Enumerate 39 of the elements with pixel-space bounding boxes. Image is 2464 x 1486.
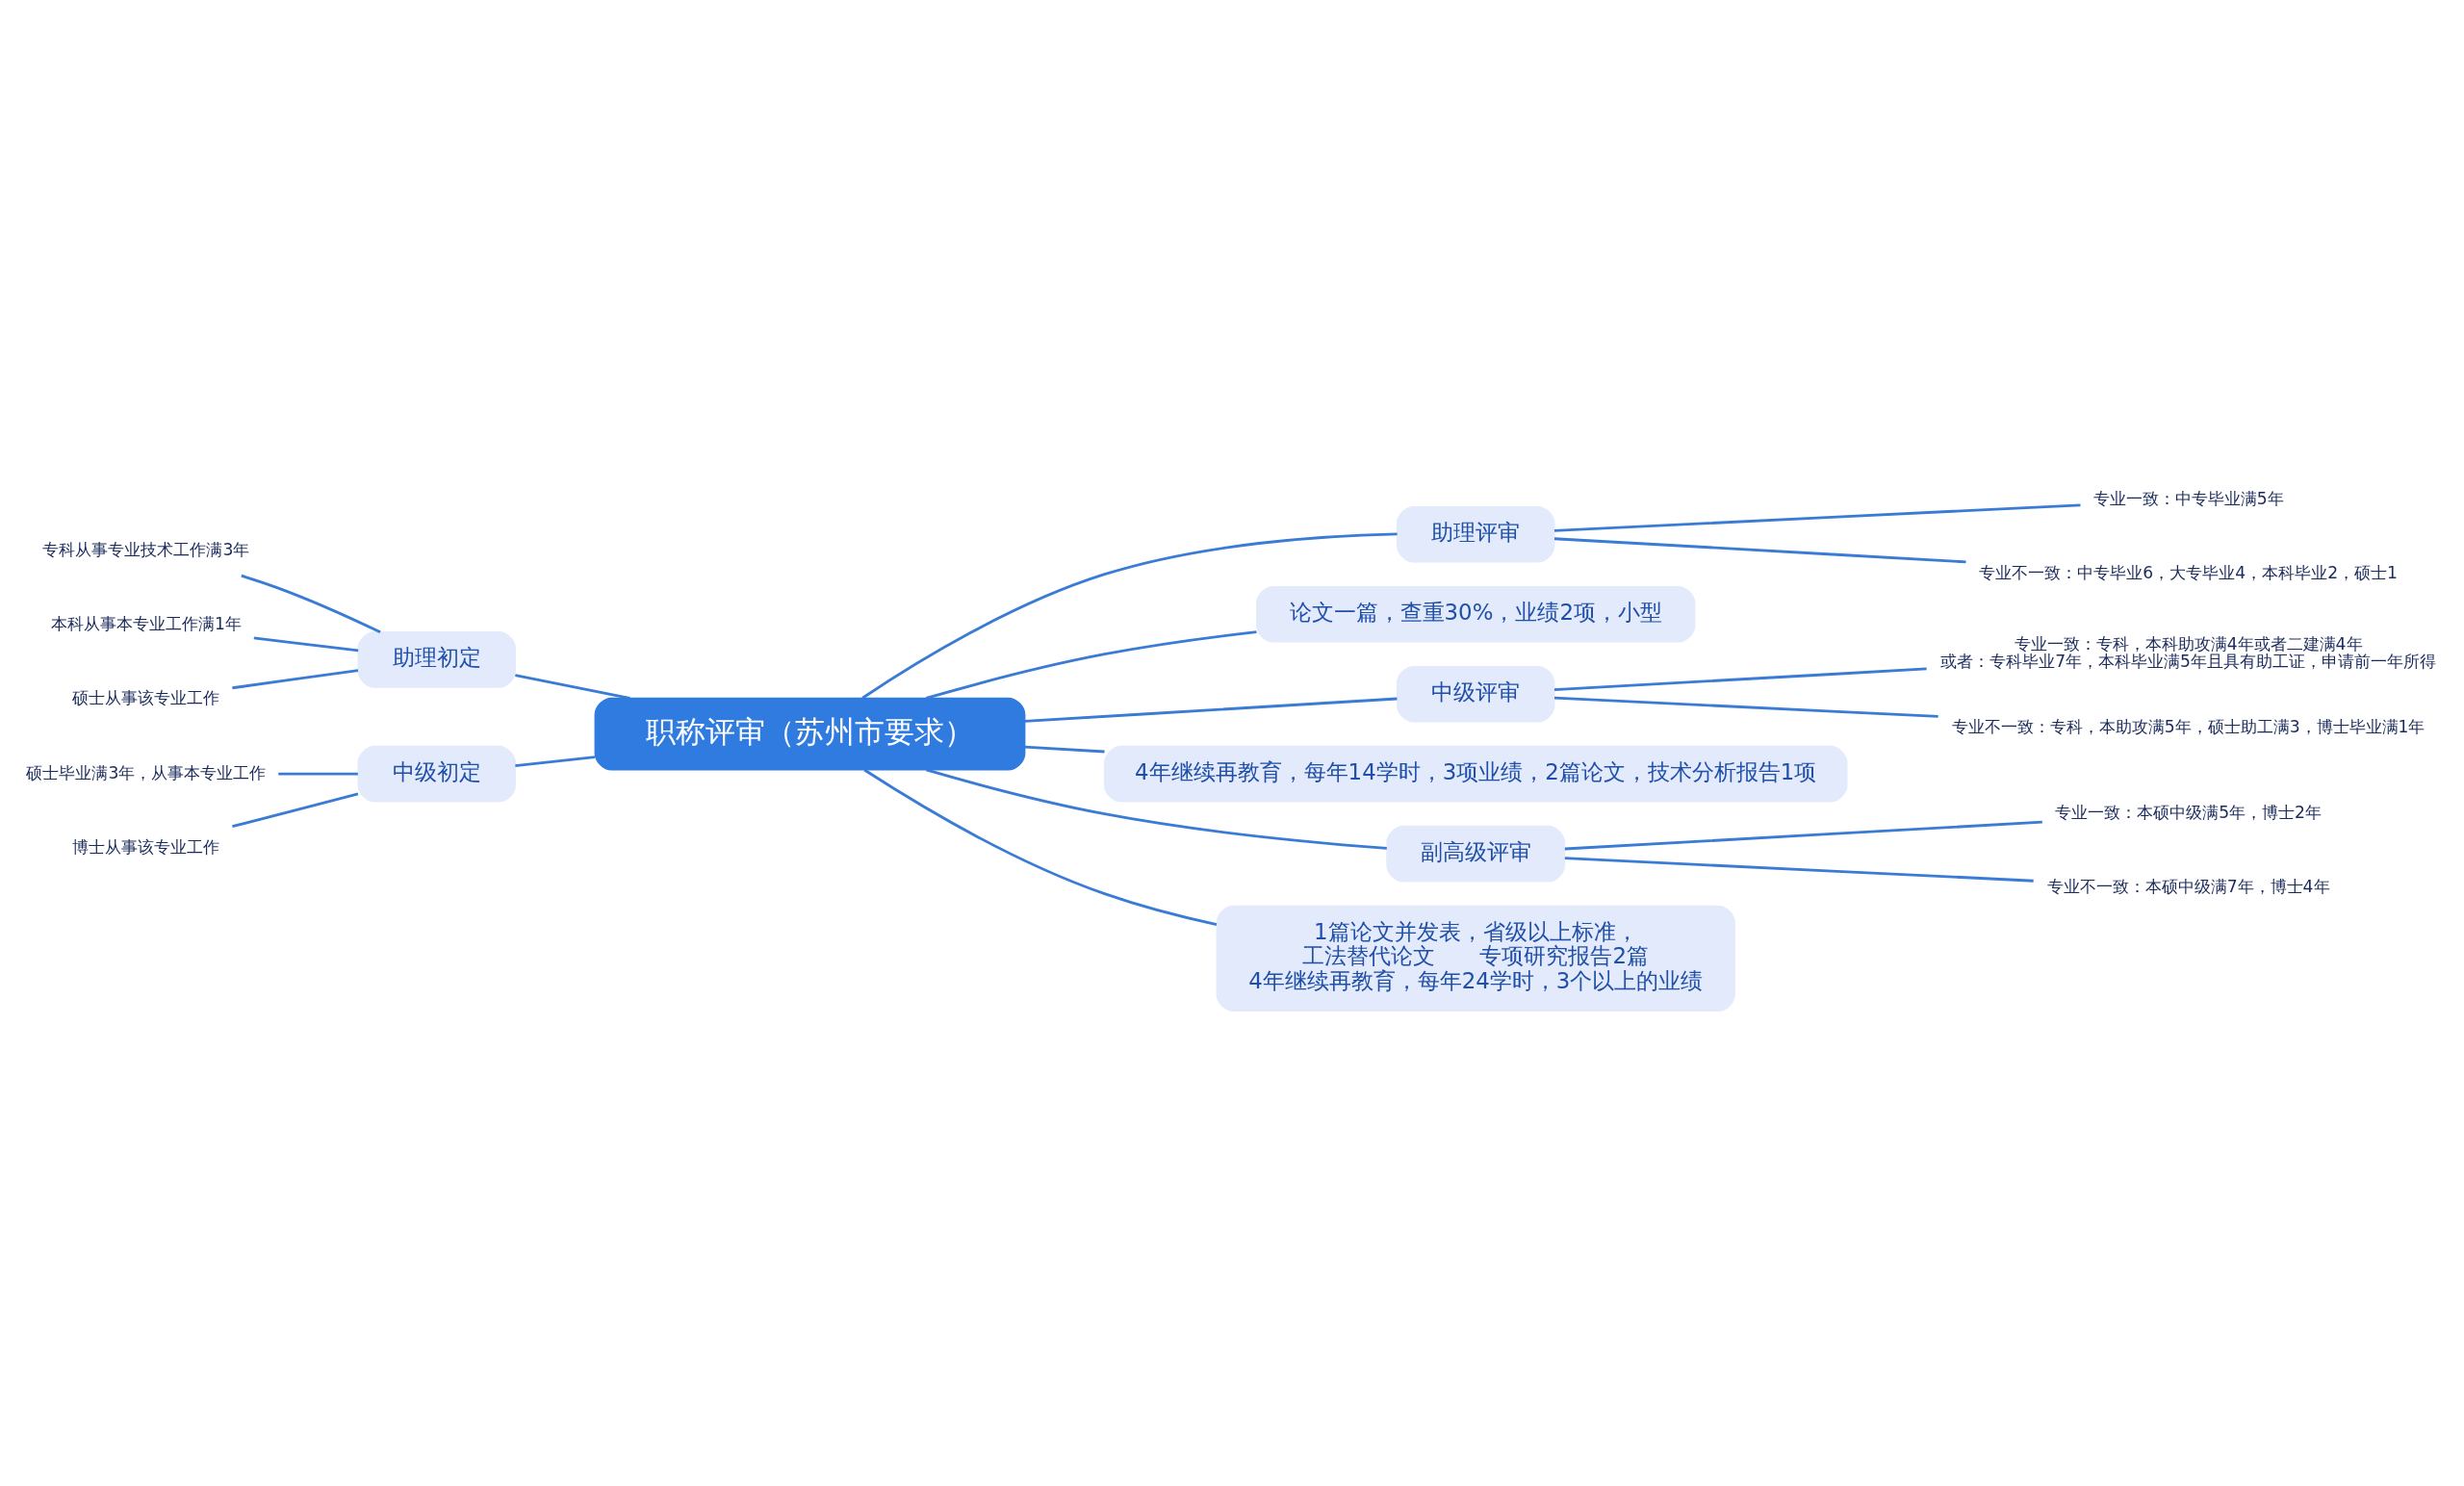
node-box: 中级评审 — [1396, 665, 1555, 723]
node-box: 论文一篇，查重30%，业绩2项，小型 — [1256, 585, 1696, 643]
connector — [1553, 667, 1927, 692]
node-box: 助理初定 — [357, 631, 516, 688]
connector — [1564, 820, 2042, 851]
connector — [278, 772, 358, 776]
connector — [926, 768, 1387, 850]
node-text: 专业不一致：中专毕业6，大专毕业4，本科毕业2，硕士1 — [1979, 563, 2398, 583]
node-box: 中级初定 — [357, 745, 516, 803]
connector — [1553, 503, 2081, 532]
node-box: 副高级评审 — [1386, 825, 1566, 883]
connector — [515, 674, 630, 700]
connector — [253, 636, 359, 653]
node-box: 助理评审 — [1396, 505, 1555, 563]
node-text: 博士从事该专业工作 — [72, 836, 220, 857]
node-text: 专业一致：专科，本科助攻满4年或者二建满4年 或者：专科毕业7年，本科毕业满5年且具有助工证，申请前一年所得 — [1940, 633, 2437, 672]
node-text: 专业一致：中专毕业满5年 — [2092, 488, 2284, 508]
node-box: 1篇论文并发表，省级以上标准， 工法替代论文 专项研究报告2篇 4年继续再教育，每年24学时，3个以上的业绩 — [1216, 905, 1735, 1012]
node-box: 职称评审（苏州市要求） — [594, 697, 1026, 771]
node-text: 专业不一致：本硕中级满7年，博士4年 — [2046, 877, 2330, 897]
node-text: 硕士毕业满3年，从事本专业工作 — [26, 762, 267, 782]
connector — [232, 669, 359, 690]
connector — [861, 532, 1398, 700]
connector — [863, 768, 1218, 926]
node-text: 硕士从事该专业工作 — [72, 688, 220, 708]
connector — [1564, 857, 2034, 883]
connector — [232, 792, 359, 829]
node-text: 专业不一致：专科，本助攻满5年，硕士助工满3，博士毕业满1年 — [1951, 717, 2426, 737]
node-box: 4年继续再教育，每年14学时，3项业绩，2篇论文，技术分析报告1项 — [1103, 745, 1848, 803]
node-text: 本科从事本专业工作满1年 — [50, 614, 242, 634]
node-text: 专业一致：本硕中级满5年，博士2年 — [2055, 803, 2323, 823]
connector — [241, 574, 381, 634]
connector — [1024, 697, 1398, 723]
connector — [926, 630, 1257, 700]
node-text: 专科从事专业技术工作满3年 — [42, 539, 250, 559]
connector — [1024, 745, 1105, 754]
connector — [515, 756, 596, 767]
connector — [1553, 696, 1938, 718]
connector — [1553, 537, 1966, 564]
